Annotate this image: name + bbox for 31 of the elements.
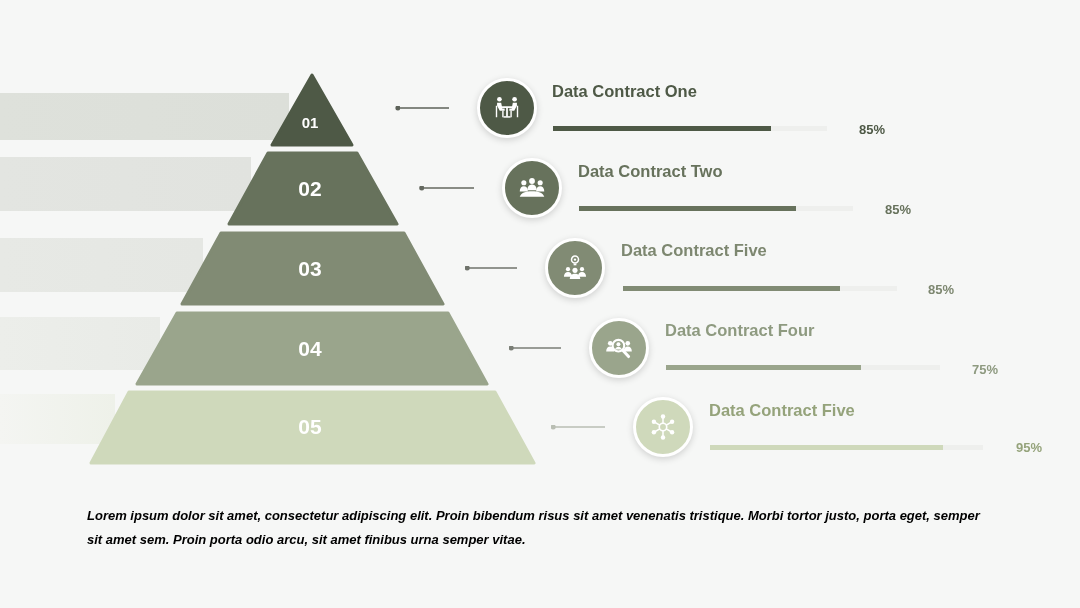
leader-line <box>464 265 518 271</box>
contract-title: Data Contract Five <box>621 240 767 260</box>
percent-value: 85% <box>885 202 912 218</box>
tier-number: 05 <box>298 415 322 437</box>
contract-title: Data Contract Five <box>709 400 855 420</box>
percent-value: 85% <box>928 282 955 298</box>
leader-line <box>395 105 450 111</box>
tier-number: 01 <box>301 114 319 130</box>
pyramid-tier <box>137 313 487 384</box>
tier-number: 04 <box>298 337 322 359</box>
caption-text: Lorem ipsum dolor sit amet, consectetur adipiscing elit. Proin bibendum risus sit amet venenatis tristique. Morbi tortor justo, porta eget, semper sit amet sem. Proin porta odio arcu, sit amet finibus urna semper vitae. <box>87 507 982 549</box>
contract-title: Data Contract Two <box>578 161 723 181</box>
icon-circle <box>589 318 649 378</box>
leader-line <box>508 345 562 351</box>
tier-number: 03 <box>298 257 322 279</box>
percent-value: 85% <box>859 122 886 138</box>
contract-title: Data Contract Four <box>665 320 815 340</box>
pyramid-tier <box>91 392 534 463</box>
tier-number: 02 <box>298 177 322 199</box>
pyramid-tier <box>182 233 443 304</box>
leader-line <box>419 185 475 191</box>
icon-circle <box>502 158 562 218</box>
percent-value: 95% <box>1016 440 1043 456</box>
icon-circle <box>477 78 537 138</box>
pyramid-tier <box>229 153 397 224</box>
pyramid-tier <box>272 75 352 145</box>
icon-circle <box>633 397 693 457</box>
contract-title: Data Contract One <box>552 81 697 101</box>
percent-value: 75% <box>972 362 999 378</box>
leader-line <box>550 424 606 430</box>
icon-circle <box>545 238 605 298</box>
